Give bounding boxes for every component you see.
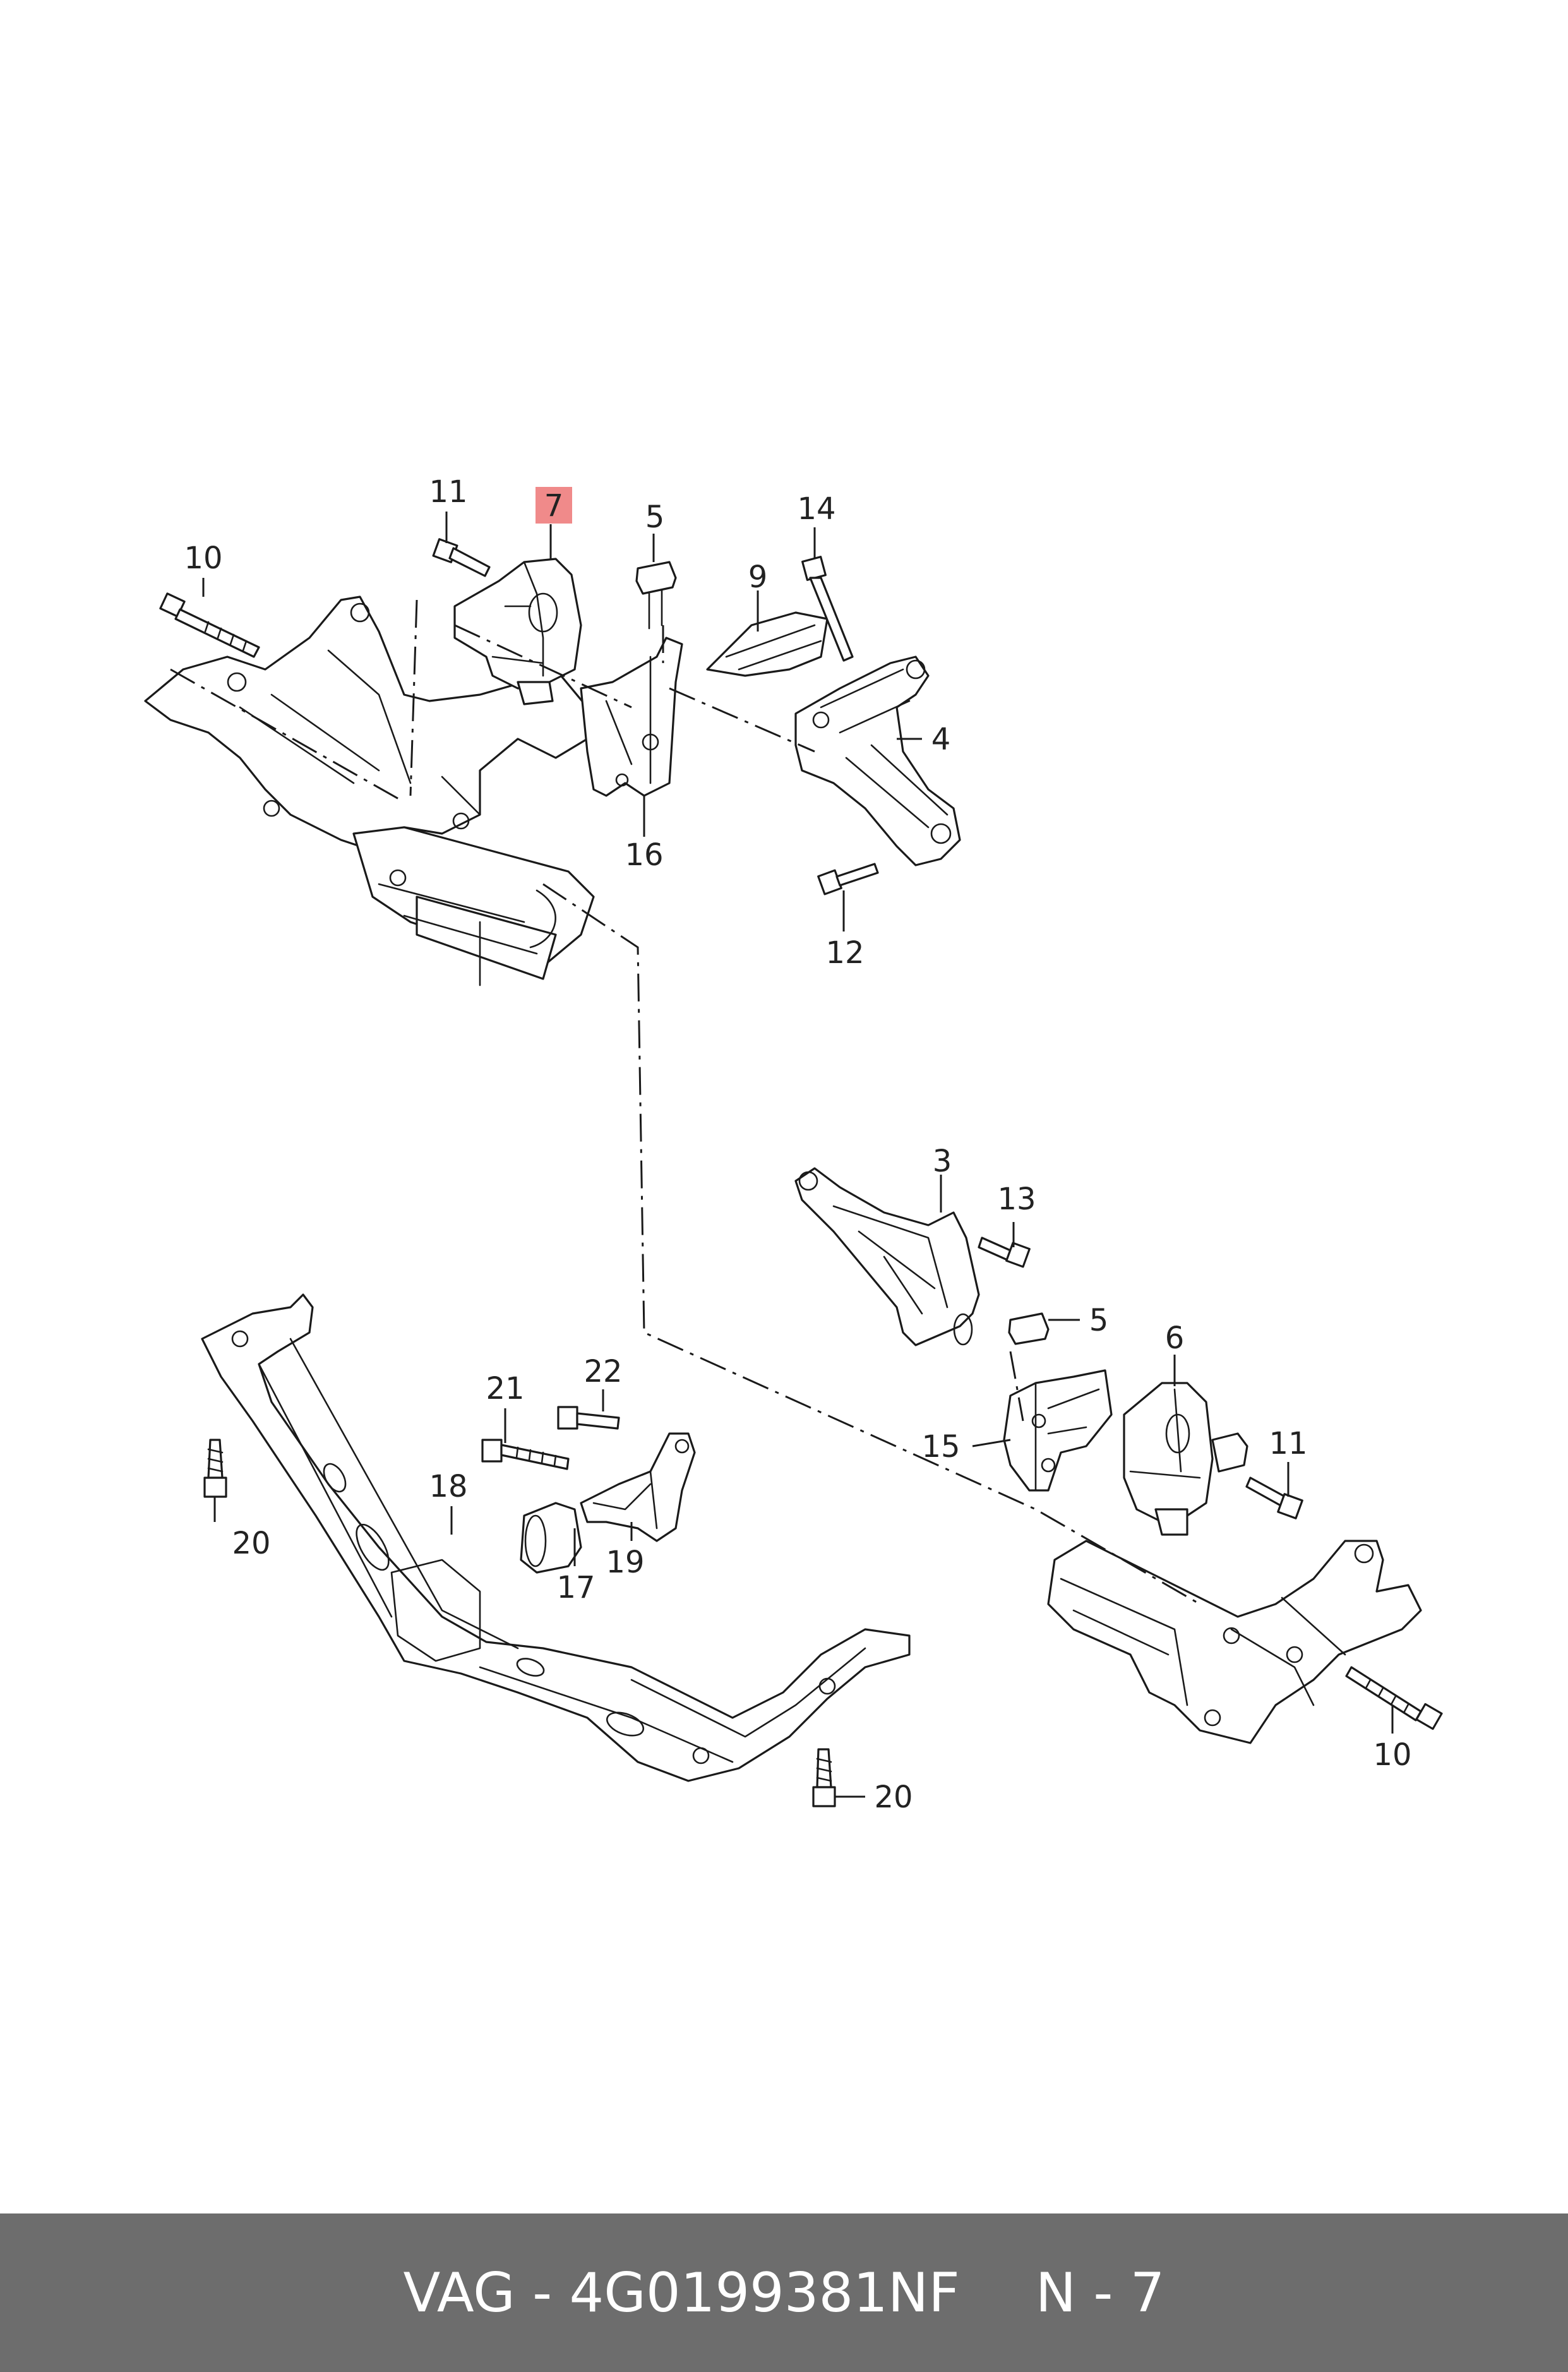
bolt-12 xyxy=(817,863,879,895)
callout-7-highlight xyxy=(536,487,572,524)
bolt-11-lower xyxy=(1245,1477,1303,1519)
callout-17: 17 xyxy=(556,1570,595,1605)
callout-15: 15 xyxy=(921,1429,960,1465)
callout-11-upper: 11 xyxy=(429,474,467,510)
bolt-11-upper xyxy=(432,538,491,577)
callout-14: 14 xyxy=(797,491,835,527)
bolt-20-left xyxy=(203,1439,227,1498)
bracket-3 xyxy=(794,1167,980,1346)
callout-5-lower: 5 xyxy=(1089,1303,1109,1338)
page-reference: N - 7 xyxy=(1035,2261,1165,2325)
bolt-21 xyxy=(481,1439,570,1470)
bracket-15 xyxy=(1003,1369,1113,1492)
callout-13: 13 xyxy=(997,1182,1036,1217)
cap-5-upper xyxy=(635,561,677,630)
callout-18: 18 xyxy=(429,1469,467,1504)
callout-6: 6 xyxy=(1165,1321,1185,1356)
callout-10-lower: 10 xyxy=(1373,1737,1411,1773)
bracket-19 xyxy=(580,1432,696,1542)
cap-5-lower xyxy=(1008,1312,1050,1345)
bolt-22 xyxy=(557,1406,620,1430)
part-number: VAG - 4G0199381NF xyxy=(403,2261,960,2325)
bolt-10-upper xyxy=(159,592,260,658)
bolt-10-lower xyxy=(1345,1666,1443,1730)
callout-5-upper: 5 xyxy=(645,500,665,535)
callout-20-left: 20 xyxy=(232,1526,270,1561)
callout-22: 22 xyxy=(584,1354,622,1389)
subframe-upper-left xyxy=(144,596,595,986)
callout-12: 12 xyxy=(825,935,864,971)
footer-bar: VAG - 4G0199381NF N - 7 xyxy=(0,2213,1568,2372)
callout-19: 19 xyxy=(606,1545,644,1580)
callout-20-right: 20 xyxy=(874,1780,913,1815)
callout-21: 21 xyxy=(486,1371,524,1406)
bolt-13 xyxy=(978,1237,1031,1268)
callout-16: 16 xyxy=(625,837,663,873)
bracket-16 xyxy=(580,637,683,797)
leader-lines xyxy=(202,512,1394,1798)
heat-shield-9 xyxy=(706,611,829,677)
callout-11-lower: 11 xyxy=(1269,1426,1307,1461)
callout-7: 7 xyxy=(544,488,564,524)
callouts: 7 10 11 5 9 14 4 16 12 3 13 5 6 15 11 10… xyxy=(184,474,1411,1815)
subframe-lower-right xyxy=(1047,1540,1422,1744)
callout-10-upper: 10 xyxy=(184,541,222,576)
crossmember-18 xyxy=(201,1293,911,1782)
bolt-20-right xyxy=(812,1748,836,1807)
parts-diagram: 7 10 11 5 9 14 4 16 12 3 13 5 6 15 11 10… xyxy=(144,474,1443,1815)
bushing-17 xyxy=(520,1502,582,1574)
callout-4: 4 xyxy=(931,722,951,757)
engine-mount-6 xyxy=(1123,1382,1248,1536)
callout-9: 9 xyxy=(748,560,768,595)
engine-mount-7 xyxy=(453,558,582,705)
connection-lines xyxy=(170,599,1200,1605)
bolt-14 xyxy=(801,556,854,662)
callout-3: 3 xyxy=(933,1144,952,1179)
bracket-4 xyxy=(794,656,961,866)
